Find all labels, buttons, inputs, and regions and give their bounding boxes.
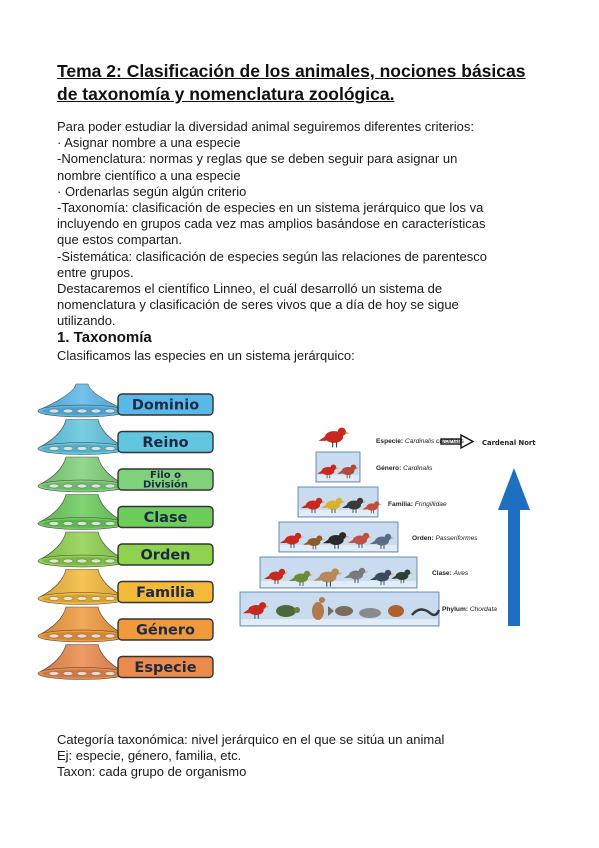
funnel-label-plate [117, 505, 214, 529]
funnel-label-plate [117, 468, 214, 491]
funnel-label-text: Filo o [150, 470, 181, 481]
bird-icon [337, 464, 359, 479]
bird-icon [370, 569, 394, 585]
kangaroo-icon [312, 597, 325, 620]
fish-icon [328, 606, 353, 616]
bird-icon [264, 568, 288, 584]
intro-line: entre grupos. [57, 264, 134, 280]
funnel-level [37, 419, 127, 455]
funnel-label-plate [117, 618, 214, 641]
intro-line: que estos compartan. [57, 232, 183, 248]
section-intro: Clasificamos las especies en un sistema … [57, 348, 355, 363]
funnel-level [37, 569, 127, 605]
intro-line: · Asignar nombre a una especie [57, 135, 241, 151]
bird-icon [348, 532, 372, 548]
arrow-right-icon [440, 433, 475, 450]
pyramid-animals [242, 427, 441, 620]
pyramid-level-label: Orden: Passeriformes [412, 535, 478, 542]
bird-icon [322, 532, 350, 549]
bird-icon [303, 535, 325, 550]
intro-line: nombre científico a una especie [57, 167, 241, 183]
funnel-label-text: Clase [144, 510, 188, 526]
bird-icon [344, 567, 368, 583]
bird-icon [313, 568, 343, 587]
intro-line: · Ordenarlas según algún criterio [57, 183, 247, 199]
bird-icon [391, 569, 413, 584]
pyramid-level-label: Familia: Fringillidae [388, 501, 447, 508]
funnel-label-text: Especie [134, 660, 196, 676]
intro-line: incluyendo en grupos cada vez mas amplio… [57, 216, 486, 232]
turtle-icon [276, 605, 300, 617]
title-line-2: de taxonomía y nomenclatura zoológica. [57, 84, 395, 104]
pyramid-level-label: Especie: Cardinalis cardinalis [376, 438, 465, 445]
intro-line: nomenclatura y clasificación de seres vi… [57, 297, 459, 313]
definition-line: Taxon: cada grupo de organismo [57, 764, 247, 780]
bird-icon [321, 497, 345, 513]
intro-line: -Sistemática: clasificación de especies … [57, 248, 487, 264]
definition-line: Ej: especie, género, familia, etc. [57, 748, 242, 764]
bird-icon [342, 497, 366, 513]
funnel-level [37, 606, 127, 643]
bird-icon [280, 532, 304, 548]
frog-icon [388, 605, 404, 617]
bird-icon [301, 497, 325, 513]
cardinal-icon [318, 427, 350, 448]
pyramid-level-label: Phylum: Chordata [442, 606, 497, 613]
funnel-label-text: Reino [142, 435, 188, 451]
funnel-level [37, 531, 127, 568]
bird-icon [370, 533, 394, 549]
intro-line: utilizando. [57, 313, 116, 329]
definition-line: Categoría taxonómica: nivel jerárquico e… [57, 732, 445, 747]
intro-paragraph: Para poder estudiar la diversidad animal… [57, 119, 562, 330]
funnel-level [37, 456, 127, 493]
section-heading: 1. Taxonomía [57, 329, 152, 346]
funnel-shapes [37, 383, 127, 680]
funnel-label-plate [117, 430, 214, 454]
funnel-label-text: División [143, 479, 188, 491]
funnel-level [37, 494, 127, 530]
funnel-level [37, 644, 127, 680]
bird-icon [362, 501, 382, 514]
seal-icon [359, 608, 381, 618]
pyramid-level-label: Clase: Aves [432, 570, 469, 577]
funnel-label-plate [117, 393, 214, 416]
bird-icon [317, 464, 339, 479]
title-line-1: Tema 2: Clasificación de los animales, n… [57, 61, 526, 81]
funnel-label-plate [117, 580, 214, 604]
intro-line: -Nomenclatura: normas y reglas que se de… [57, 151, 458, 167]
funnel-label-text: Orden [140, 548, 190, 564]
common-name-label: Cardenal Norteño [482, 439, 536, 447]
definitions-block: Categoría taxonómica: nivel jerárquico e… [57, 732, 562, 781]
intro-line: Para poder estudiar la diversidad animal… [57, 119, 474, 134]
page-title: Tema 2: Clasificación de los animales, n… [57, 60, 557, 106]
pyramid-level-label: Género: Cardinalis [376, 465, 433, 472]
funnel-label-plate [117, 543, 214, 566]
funnel-level [37, 383, 127, 418]
intro-line: Destacaremos el científico Linneo, el cu… [57, 281, 443, 297]
funnel-label-text: Género [136, 623, 195, 639]
bird-icon [289, 570, 313, 586]
eel-icon [411, 608, 441, 617]
funnel-label-plate [117, 655, 214, 679]
intro-line: -Taxonomía: clasificación de especies en… [57, 200, 484, 216]
funnel-label-text: Familia [136, 585, 195, 601]
funnel-label-text: Dominio [132, 398, 199, 414]
arrow-up-icon [498, 468, 530, 626]
